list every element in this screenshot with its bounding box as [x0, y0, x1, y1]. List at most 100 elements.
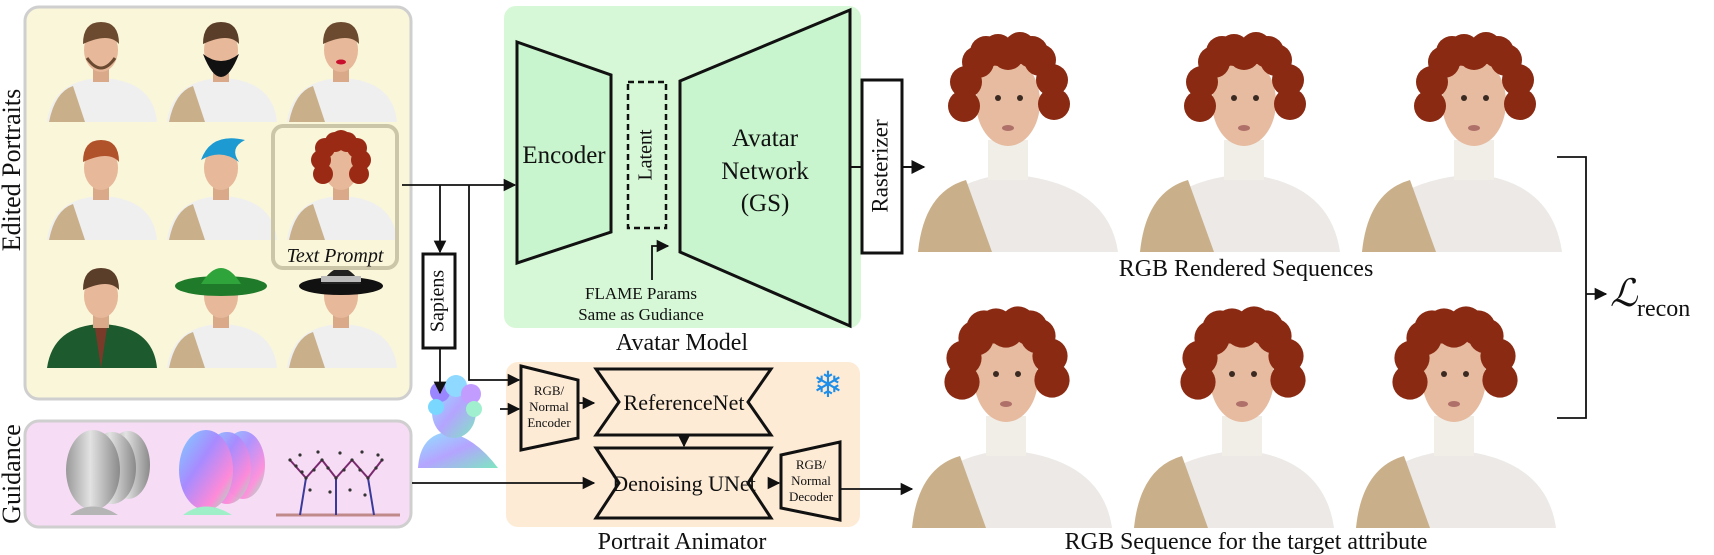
guidance-label: Guidance	[0, 424, 26, 524]
normal-map-bust	[418, 375, 498, 468]
frame-eye	[1463, 371, 1469, 377]
frame-eye	[1231, 95, 1237, 101]
pa-encoder-line3: Encoder	[527, 415, 571, 430]
frame-hair	[1270, 362, 1306, 398]
output-frame	[1140, 32, 1340, 252]
frame-hair	[1202, 310, 1238, 346]
frame-hair	[1482, 362, 1518, 398]
frame-hair	[1206, 36, 1238, 68]
frame-hair	[1038, 88, 1070, 120]
frame-eye	[995, 95, 1001, 101]
loss-subscript: recon	[1637, 296, 1690, 322]
avatar-network-block	[678, 7, 852, 329]
encoder-label: Encoder	[522, 142, 606, 169]
frame-hair	[1274, 88, 1306, 120]
portrait-thumbnail	[287, 22, 397, 122]
rgb-target-sequence	[912, 306, 1556, 528]
portrait-strap	[289, 204, 325, 240]
referencenet-block	[593, 367, 774, 437]
output-frame	[912, 306, 1112, 528]
frame-eye	[1017, 95, 1023, 101]
portrait-thumbnail	[287, 268, 397, 368]
portrait-strap	[289, 86, 325, 122]
frame-eye	[1015, 371, 1021, 377]
portrait-thumbnail	[47, 22, 157, 122]
sapiens-label: Sapiens	[427, 270, 449, 332]
frame-collar	[988, 140, 1028, 180]
output-frame	[918, 32, 1118, 252]
portrait-stubble	[85, 57, 117, 70]
avatar-network-line2: Network	[721, 158, 809, 185]
frame-mouth	[1238, 125, 1250, 131]
portrait-hair	[83, 140, 119, 162]
flame-params-line2: Same as Gudiance	[578, 305, 704, 324]
portrait-tie	[95, 328, 107, 368]
keypoint-dot	[338, 451, 342, 455]
portrait-strap	[169, 86, 205, 122]
target-sequence-label: RGB Sequence for the target attribute	[1065, 529, 1428, 555]
keypoint-dot	[320, 458, 324, 462]
frame-hair	[1034, 362, 1070, 398]
keypoint-dot	[348, 488, 352, 492]
keypoint-dot	[300, 470, 304, 474]
normal-map-heads	[179, 430, 265, 515]
rasterizer-label: Rasterizer	[867, 119, 892, 213]
frame-eye	[993, 371, 999, 377]
keypoint-dot	[328, 490, 332, 494]
portrait-hair	[349, 164, 369, 184]
frame-hair	[1012, 310, 1048, 346]
keypoint-dot	[288, 458, 292, 462]
portrait-hair	[323, 22, 359, 44]
portrait-thumbnail	[167, 138, 277, 240]
edited-portraits-label: Edited Portraits	[0, 89, 26, 251]
portrait-grid	[47, 22, 397, 368]
portrait-strap	[289, 332, 325, 368]
rgb-normal-encoder-block	[519, 364, 580, 452]
rendered-sequences-label: RGB Rendered Sequences	[1119, 256, 1374, 282]
portrait-thumbnail	[287, 130, 397, 240]
frame-mouth	[1002, 125, 1014, 131]
frame-eye	[1441, 371, 1447, 377]
output-frame	[1362, 32, 1562, 252]
frame-hair	[1436, 36, 1468, 68]
frame-strap	[1362, 180, 1436, 252]
frame-face	[1422, 334, 1486, 422]
output-frame	[1356, 306, 1556, 528]
frame-hair	[966, 310, 1002, 346]
avatar-network-line1: Avatar	[732, 125, 799, 152]
portrait-animator-title: Portrait Animator	[598, 529, 767, 555]
frame-eye	[1251, 371, 1257, 377]
keypoint-dot	[298, 453, 302, 457]
frame-hair	[1272, 64, 1304, 96]
frame-eye	[1253, 95, 1259, 101]
portrait-face	[324, 146, 358, 190]
avatar-network-line3: (GS)	[741, 190, 790, 217]
latent-box	[626, 80, 668, 230]
portrait-hair	[313, 164, 333, 184]
portrait-strap	[49, 86, 85, 122]
frame-face	[1212, 58, 1276, 146]
frame-mouth	[1468, 125, 1480, 131]
keypoint-dot	[366, 476, 370, 480]
frame-collar	[1222, 416, 1262, 456]
frame-mouth	[1236, 401, 1248, 407]
portrait-strap	[169, 332, 205, 368]
portrait-hair	[203, 22, 239, 44]
portrait-thumbnail	[167, 268, 277, 368]
frame-collar	[1454, 140, 1494, 180]
mesh-heads	[66, 430, 150, 515]
frame-face	[976, 58, 1040, 146]
frame-hair	[1414, 90, 1446, 122]
portrait-hair	[83, 268, 119, 290]
pa-decoder-line2: Normal	[791, 473, 831, 488]
frame-strap	[1356, 456, 1430, 528]
connectors	[402, 156, 1608, 496]
portrait-thumbnail	[167, 22, 277, 122]
frame-hair	[1252, 36, 1284, 68]
portrait-hair	[331, 130, 351, 150]
keypoint-dot	[342, 468, 346, 472]
portrait-hat-crown	[201, 268, 241, 284]
pa-encoder-line2: Normal	[529, 399, 569, 414]
frame-face	[1442, 58, 1506, 146]
